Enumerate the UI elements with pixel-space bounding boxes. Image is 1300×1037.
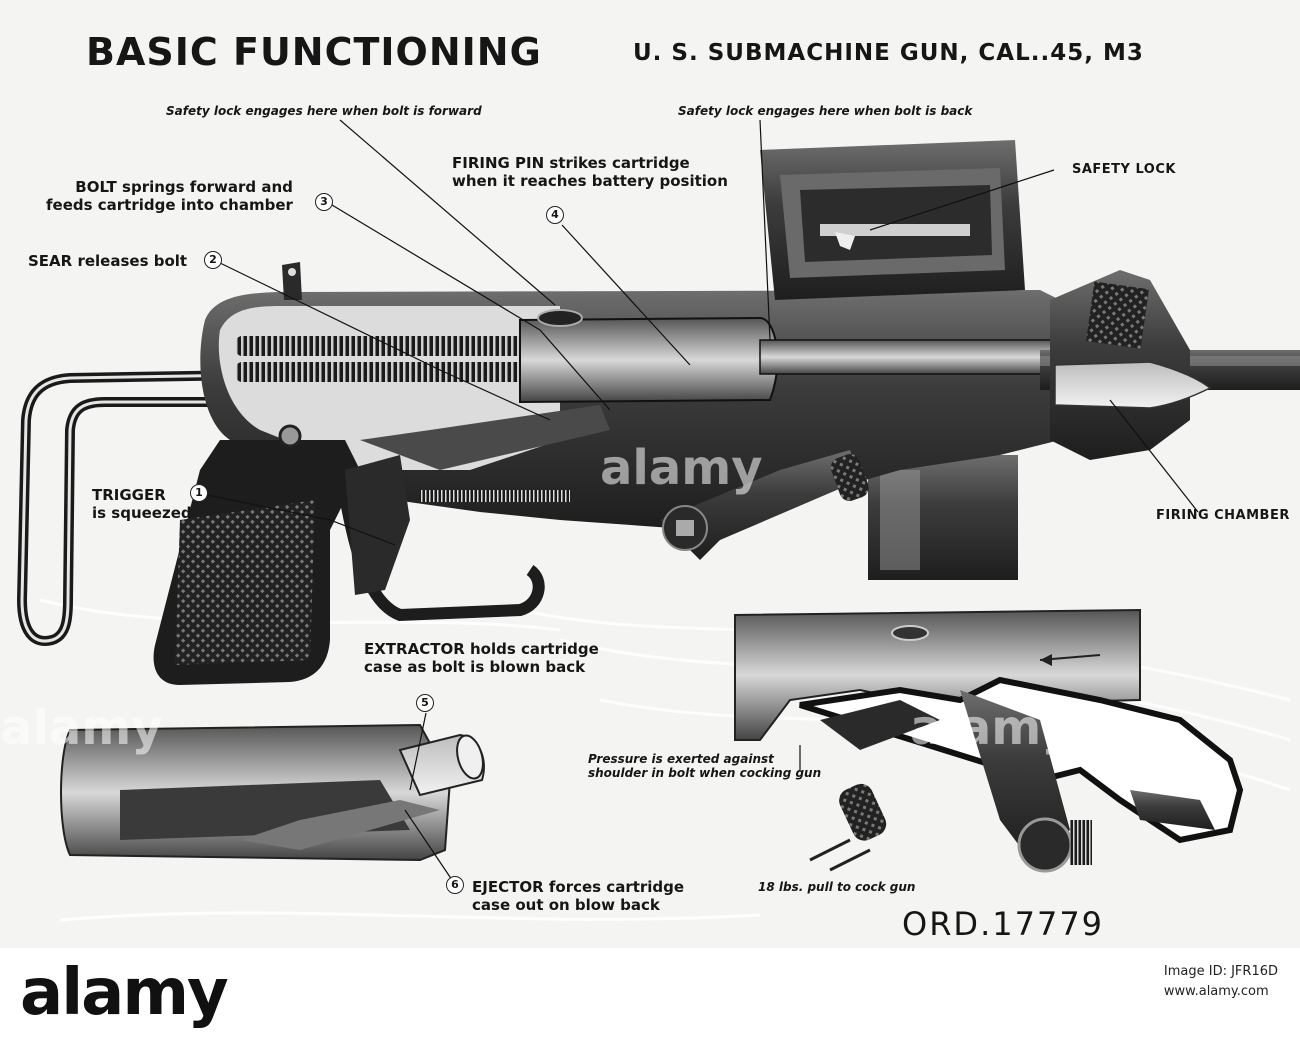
callout-firing-pin: FIRING PIN strikes cartridge when it rea…: [452, 154, 728, 190]
stock-photo-footer: alamy Image ID: JFR16D www.alamy.com: [0, 948, 1300, 1037]
callout-pull: 18 lbs. pull to cock gun: [758, 880, 916, 894]
step-number-2: 2: [204, 251, 222, 269]
step-number-4: 4: [546, 206, 564, 224]
page-title: BASIC FUNCTIONING: [86, 30, 542, 74]
sear-spring: [420, 490, 570, 502]
diagram-poster: alamy alamy alamy BASIC FUNCTIONING U. S…: [0, 0, 1300, 948]
bolt-text: springs forward and: [122, 178, 293, 196]
cocking-detail: [734, 608, 1244, 873]
recoil-spring-lower: [236, 362, 536, 382]
image-id: Image ID: JFR16D: [1163, 964, 1278, 979]
callout-ejector: EJECTOR forces cartridge case out on blo…: [472, 878, 684, 914]
watermark-right: alamy: [910, 700, 1073, 756]
extractor-keyword: EXTRACTOR: [364, 640, 465, 658]
callout-sear: SEAR releases bolt: [28, 252, 187, 270]
footer-info: Image ID: JFR16D www.alamy.com: [1164, 962, 1278, 1002]
callout-safety-lock: SAFETY LOCK: [1072, 162, 1176, 177]
callout-pressure: Pressure is exerted against shoulder in …: [588, 752, 821, 781]
ejector-text: forces cartridge: [548, 878, 685, 896]
leader-lines: [201, 119, 1199, 881]
sear-keyword: SEAR: [28, 252, 73, 270]
watermark-center: alamy: [600, 440, 763, 496]
page-subtitle: U. S. SUBMACHINE GUN, CAL..45, M3: [633, 40, 1144, 66]
ejector-keyword: EJECTOR: [472, 878, 544, 896]
gun-cutaway-illustration: [17, 119, 1300, 922]
callout-safety-back: Safety lock engages here when bolt is ba…: [678, 104, 973, 118]
step-number-6: 6: [446, 876, 464, 894]
rear-sight: [282, 262, 302, 300]
step-number-3: 3: [315, 193, 333, 211]
bolt-text-2: feeds cartridge into chamber: [46, 196, 293, 214]
trigger: [345, 455, 410, 595]
trigger-text: is squeezed: [92, 504, 192, 522]
step-number-5: 5: [416, 694, 434, 712]
callout-extractor: EXTRACTOR holds cartridge case as bolt i…: [364, 640, 599, 676]
cartridge: [1054, 361, 1212, 409]
callout-firing-chamber: FIRING CHAMBER: [1156, 508, 1290, 523]
extractor-text: holds cartridge: [469, 640, 599, 658]
trigger-guard: [334, 468, 545, 622]
firing-pin-text: strikes cartridge: [549, 154, 690, 172]
callout-trigger: TRIGGER is squeezed: [92, 486, 192, 522]
firing-pin-text-2: when it reaches battery position: [452, 172, 728, 190]
footer-url: www.alamy.com: [1163, 984, 1269, 1000]
recoil-spring-upper: [236, 336, 536, 356]
ejector-text-2: case out on blow back: [472, 896, 660, 914]
sear: [360, 405, 610, 470]
firing-pin-keyword: FIRING PIN: [452, 154, 545, 172]
bolt-keyword: BOLT: [75, 178, 117, 196]
callout-bolt: BOLT springs forward and feeds cartridge…: [46, 178, 293, 214]
extractor-text-2: case as bolt is blown back: [364, 658, 586, 676]
callout-safety-forward: Safety lock engages here when bolt is fo…: [166, 104, 482, 118]
watermark-left: alamy: [0, 700, 163, 756]
ord-number: ORD.17779: [902, 905, 1105, 943]
alamy-logo: alamy: [20, 956, 229, 1030]
ejector-detail: [60, 723, 485, 862]
pressure-text: Pressure is exerted against: [588, 752, 774, 766]
pressure-text-2: shoulder in bolt when cocking gun: [588, 766, 822, 781]
trigger-keyword: TRIGGER: [92, 486, 166, 504]
cocking-lever: [660, 450, 860, 560]
sear-text: releases bolt: [77, 252, 188, 270]
step-number-1: 1: [190, 484, 208, 502]
bolt: [519, 316, 779, 404]
